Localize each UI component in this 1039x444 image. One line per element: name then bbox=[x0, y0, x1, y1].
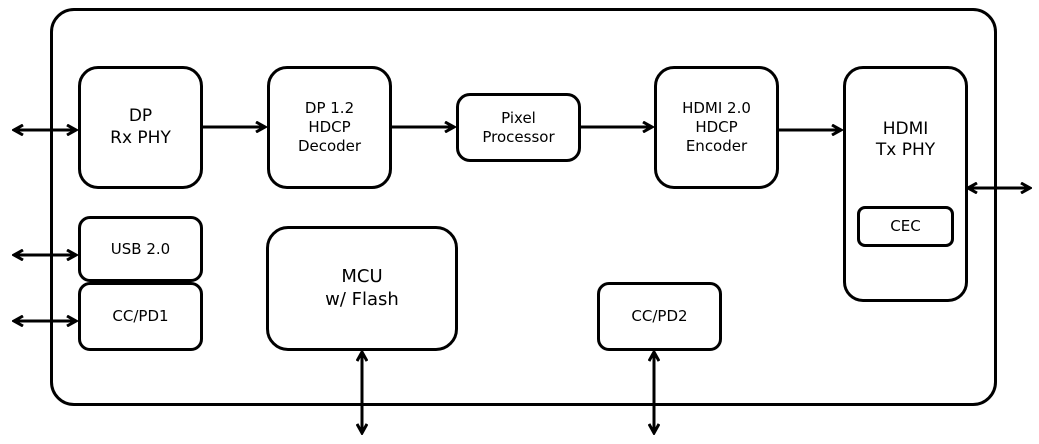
cec-label: CEC bbox=[890, 217, 921, 236]
pixel-processor-label: Pixel Processor bbox=[482, 108, 555, 146]
pixel-processor-block: Pixel Processor bbox=[456, 93, 581, 162]
dp-rx-phy-label: DP Rx PHY bbox=[110, 106, 171, 148]
dp-decoder-label: DP 1.2 HDCP Decoder bbox=[297, 99, 362, 155]
hdmi-tx-phy-label: HDMI Tx PHY bbox=[875, 119, 936, 161]
mcu-block: MCU w/ Flash bbox=[266, 226, 458, 351]
dp-rx-phy-block: DP Rx PHY bbox=[78, 66, 203, 189]
ccpd1-block: CC/PD1 bbox=[78, 282, 203, 351]
chip-boundary bbox=[50, 8, 997, 406]
ccpd2-block: CC/PD2 bbox=[597, 282, 722, 351]
ccpd2-label: CC/PD2 bbox=[631, 307, 688, 326]
usb-block: USB 2.0 bbox=[78, 216, 203, 282]
ccpd1-label: CC/PD1 bbox=[112, 307, 169, 326]
dp-decoder-block: DP 1.2 HDCP Decoder bbox=[267, 66, 392, 189]
hdmi-encoder-label: HDMI 2.0 HDCP Encoder bbox=[682, 99, 751, 155]
usb-label: USB 2.0 bbox=[110, 239, 171, 258]
hdmi-tx-phy-block: HDMI Tx PHY bbox=[843, 66, 968, 302]
hdmi-encoder-block: HDMI 2.0 HDCP Encoder bbox=[654, 66, 779, 189]
mcu-label: MCU w/ Flash bbox=[325, 266, 399, 310]
cec-block: CEC bbox=[857, 206, 954, 247]
